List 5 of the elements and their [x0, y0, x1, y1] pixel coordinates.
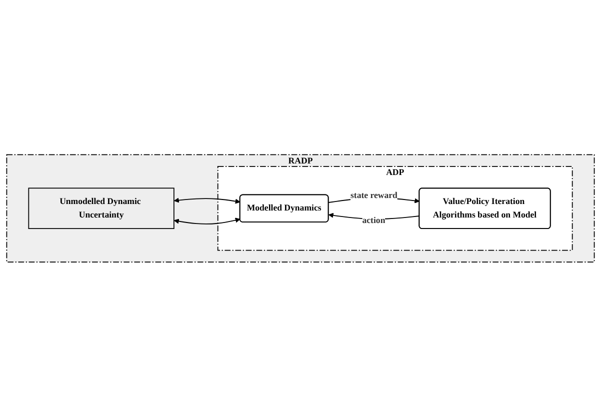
edge-label: action — [362, 216, 386, 226]
edge-label: state reward — [350, 191, 398, 201]
node-box: Unmodelled Dynamic Uncertainty — [28, 188, 174, 230]
arrow — [174, 198, 240, 204]
arrow — [174, 218, 240, 225]
